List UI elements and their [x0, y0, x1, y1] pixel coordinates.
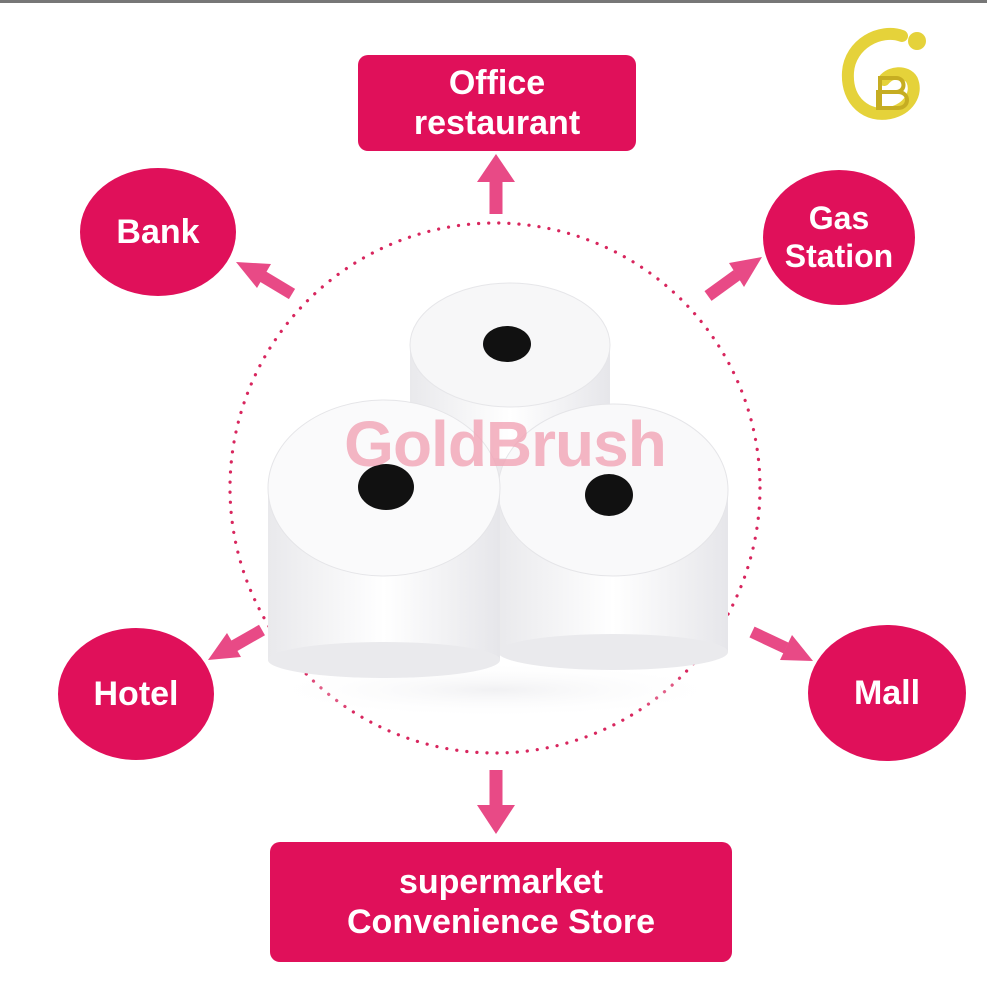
paper-roll-right: [497, 403, 729, 670]
roll-core-right: [585, 474, 633, 516]
top-border: [0, 0, 987, 3]
node-office-restaurant-label: Office restaurant: [413, 63, 581, 142]
node-mall: Mall: [808, 625, 966, 761]
roll-core-back: [483, 326, 531, 362]
arrow-to-mall: [749, 626, 813, 661]
node-supermarket-label: supermarket Convenience Store: [347, 862, 655, 941]
brand-watermark: GoldBrush: [344, 408, 667, 480]
dotted-ring: [228, 221, 762, 755]
node-hotel-label: Hotel: [93, 674, 179, 713]
node-bank: Bank: [80, 168, 236, 296]
arrow-to-office: [477, 154, 515, 214]
gb-logo-icon: [841, 27, 926, 120]
arrow-to-bank: [236, 262, 296, 300]
arrow-to-gas-station: [704, 257, 762, 301]
paper-rolls-image: [260, 282, 730, 718]
node-gas-station-label: Gas Station: [784, 199, 894, 274]
node-gas-station: Gas Station: [763, 170, 915, 305]
arrows: [208, 154, 813, 834]
paper-roll-left: [267, 399, 501, 678]
node-supermarket: supermarket Convenience Store: [270, 842, 732, 962]
roll-core-left: [358, 464, 414, 510]
node-mall-label: Mall: [853, 673, 921, 712]
node-office-restaurant: Office restaurant: [358, 55, 636, 151]
arrow-to-hotel: [208, 624, 265, 660]
node-hotel: Hotel: [58, 628, 214, 760]
node-bank-label: Bank: [116, 212, 200, 251]
arrow-to-supermarket: [477, 770, 515, 834]
